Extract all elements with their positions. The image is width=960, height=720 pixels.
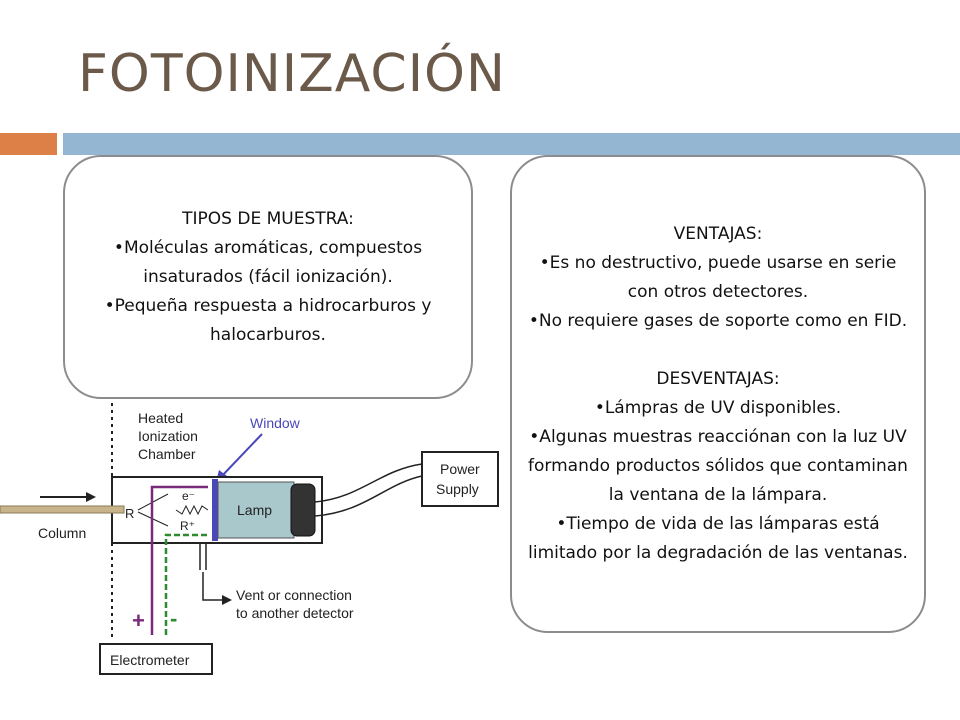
lamp-cap <box>290 483 316 537</box>
disadvantages-bullet-1: •Lámpras de UV disponibles. <box>594 398 842 418</box>
spacer <box>524 336 912 365</box>
electrometer-box <box>99 643 213 675</box>
label-chamber: Chamber <box>138 446 196 462</box>
sample-types-box: TIPOS DE MUESTRA: •Moléculas aromáticas,… <box>63 155 473 399</box>
accent-bar-blue <box>63 133 960 155</box>
label-e-minus: e⁻ <box>182 489 195 503</box>
advantages-bullet-2: •No requiere gases de soporte como en FI… <box>528 311 908 331</box>
label-column: Column <box>38 525 86 541</box>
uv-wave <box>175 504 209 516</box>
label-plus: + <box>132 608 145 633</box>
sample-types-bullet-1: •Moléculas aromáticas, compuestos insatu… <box>113 237 423 287</box>
slide-title: FOTOINIZACIÓN <box>78 44 506 104</box>
column-arrowhead <box>86 492 96 502</box>
label-window: Window <box>250 415 301 431</box>
photoionization-diagram: Heated Ionization Chamber Window Column … <box>0 396 499 675</box>
power-supply-box <box>421 451 499 507</box>
accent-bar-orange <box>0 133 57 155</box>
pros-cons-box: VENTAJAS: •Es no destructivo, puede usar… <box>510 155 926 633</box>
power-cable-2 <box>314 475 423 517</box>
label-supply: Supply <box>436 481 479 497</box>
label-vent-1: Vent or connection <box>236 587 352 603</box>
lamp-body <box>217 481 295 539</box>
vent-arrowhead <box>222 595 232 605</box>
label-r-plus: R⁺ <box>180 519 195 533</box>
electrode-negative <box>164 533 210 635</box>
label-lamp: Lamp <box>237 502 272 518</box>
advantages-bullet-1: •Es no destructivo, puede usarse en seri… <box>539 253 897 302</box>
disadvantages-heading: DESVENTAJAS: <box>656 369 780 389</box>
disadvantages-bullet-3: •Tiempo de vida de las lámparas está lim… <box>528 514 908 563</box>
label-electrometer: Electrometer <box>110 652 190 668</box>
label-r: R <box>125 506 134 521</box>
advantages-heading: VENTAJAS: <box>673 224 763 244</box>
label-vent-2: to another detector <box>236 605 354 621</box>
sample-types-bullet-2: •Pequeña respuesta a hidrocarburos y hal… <box>104 295 432 345</box>
electrode-positive <box>150 485 208 635</box>
sample-types-heading: TIPOS DE MUESTRA: <box>182 208 354 229</box>
disadvantages-bullet-2: •Algunas muestras reacciónan con la luz … <box>528 427 908 505</box>
label-power: Power <box>440 461 480 477</box>
column-tube <box>0 505 125 514</box>
label-heated: Heated <box>138 410 183 426</box>
power-cable <box>314 463 423 503</box>
vent-arrow <box>202 572 226 601</box>
label-minus: - <box>170 606 177 631</box>
label-ionization: Ionization <box>138 428 198 444</box>
window-arrow <box>219 433 263 479</box>
uv-window <box>212 479 218 541</box>
